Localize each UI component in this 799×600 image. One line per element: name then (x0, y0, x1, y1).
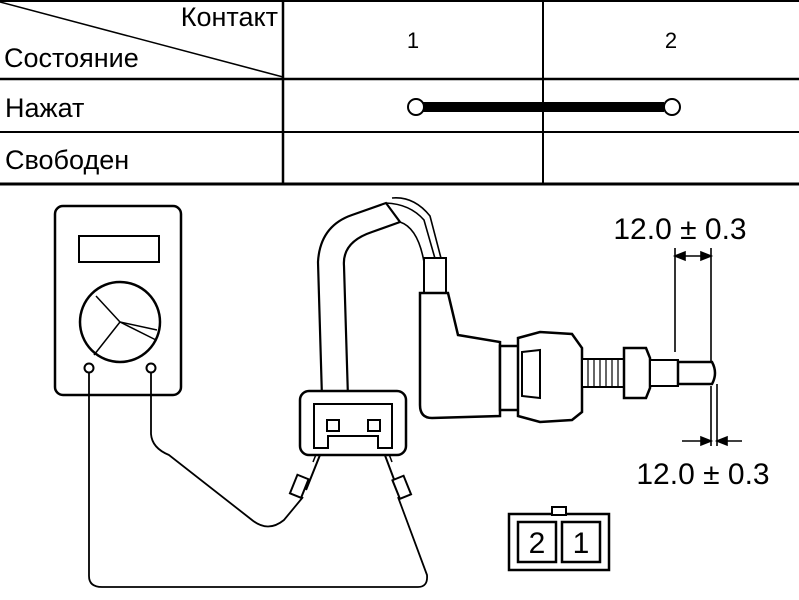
header-state-label: Состояние (4, 43, 139, 73)
switch-thread-outer (649, 359, 679, 387)
contact-state-table (0, 0, 799, 186)
dimension-label-top: 12.0 ± 0.3 (613, 213, 746, 246)
column-1-label: 1 (407, 28, 419, 53)
column-2-label: 2 (665, 28, 677, 53)
header-contact-label: Контакт (181, 2, 278, 32)
pinout-cell-2 (516, 520, 558, 564)
connector-pin-right (367, 419, 381, 432)
pinout-label-1: 1 (573, 527, 590, 560)
connector-pin-left (326, 419, 340, 432)
harness-wire-split-2 (399, 221, 425, 263)
test-lead-left (88, 373, 428, 588)
dim-top-arrowhead-right (700, 250, 714, 262)
harness-wire-split (385, 197, 444, 263)
harness-cable (316, 201, 402, 400)
switch-thread-ridges (587, 359, 619, 387)
switch-plunger (676, 360, 717, 386)
dimension-label-bottom: 12.0 ± 0.3 (636, 458, 769, 491)
pinout-key (551, 506, 567, 516)
connector-pinout (507, 506, 611, 572)
multimeter-dial-needle (93, 295, 158, 356)
dim-bottom-arrowhead-right (714, 435, 728, 447)
switch-thread (581, 358, 625, 388)
dim-top-arrowhead-left (672, 250, 686, 262)
connector-inner-shell (313, 403, 393, 449)
multimeter-probe-jack-left (83, 362, 95, 374)
switch-housing (418, 291, 502, 420)
switch-lock-nut (622, 346, 652, 400)
dimension-lines (672, 248, 742, 447)
continuity-indicator (407, 98, 681, 116)
test-leads (88, 373, 428, 588)
wire-connector (298, 389, 408, 457)
row-released-label: Свободен (5, 145, 129, 175)
row-pressed-label: Нажат (5, 93, 84, 123)
table-header-diagonal (0, 1, 284, 78)
contact-terminal-2 (663, 98, 681, 116)
stop-lamp-switch (418, 257, 717, 424)
contact-terminal-1 (407, 98, 425, 116)
switch-nut-window (521, 348, 541, 400)
multimeter-display (78, 235, 160, 263)
pinout-cell-1 (560, 520, 602, 564)
pinout-label-2: 2 (529, 527, 546, 560)
dim-bottom-arrowhead-left (700, 435, 714, 447)
test-lead-right (150, 373, 304, 528)
multimeter-probe-jack-right (145, 362, 157, 374)
multimeter (53, 204, 183, 397)
